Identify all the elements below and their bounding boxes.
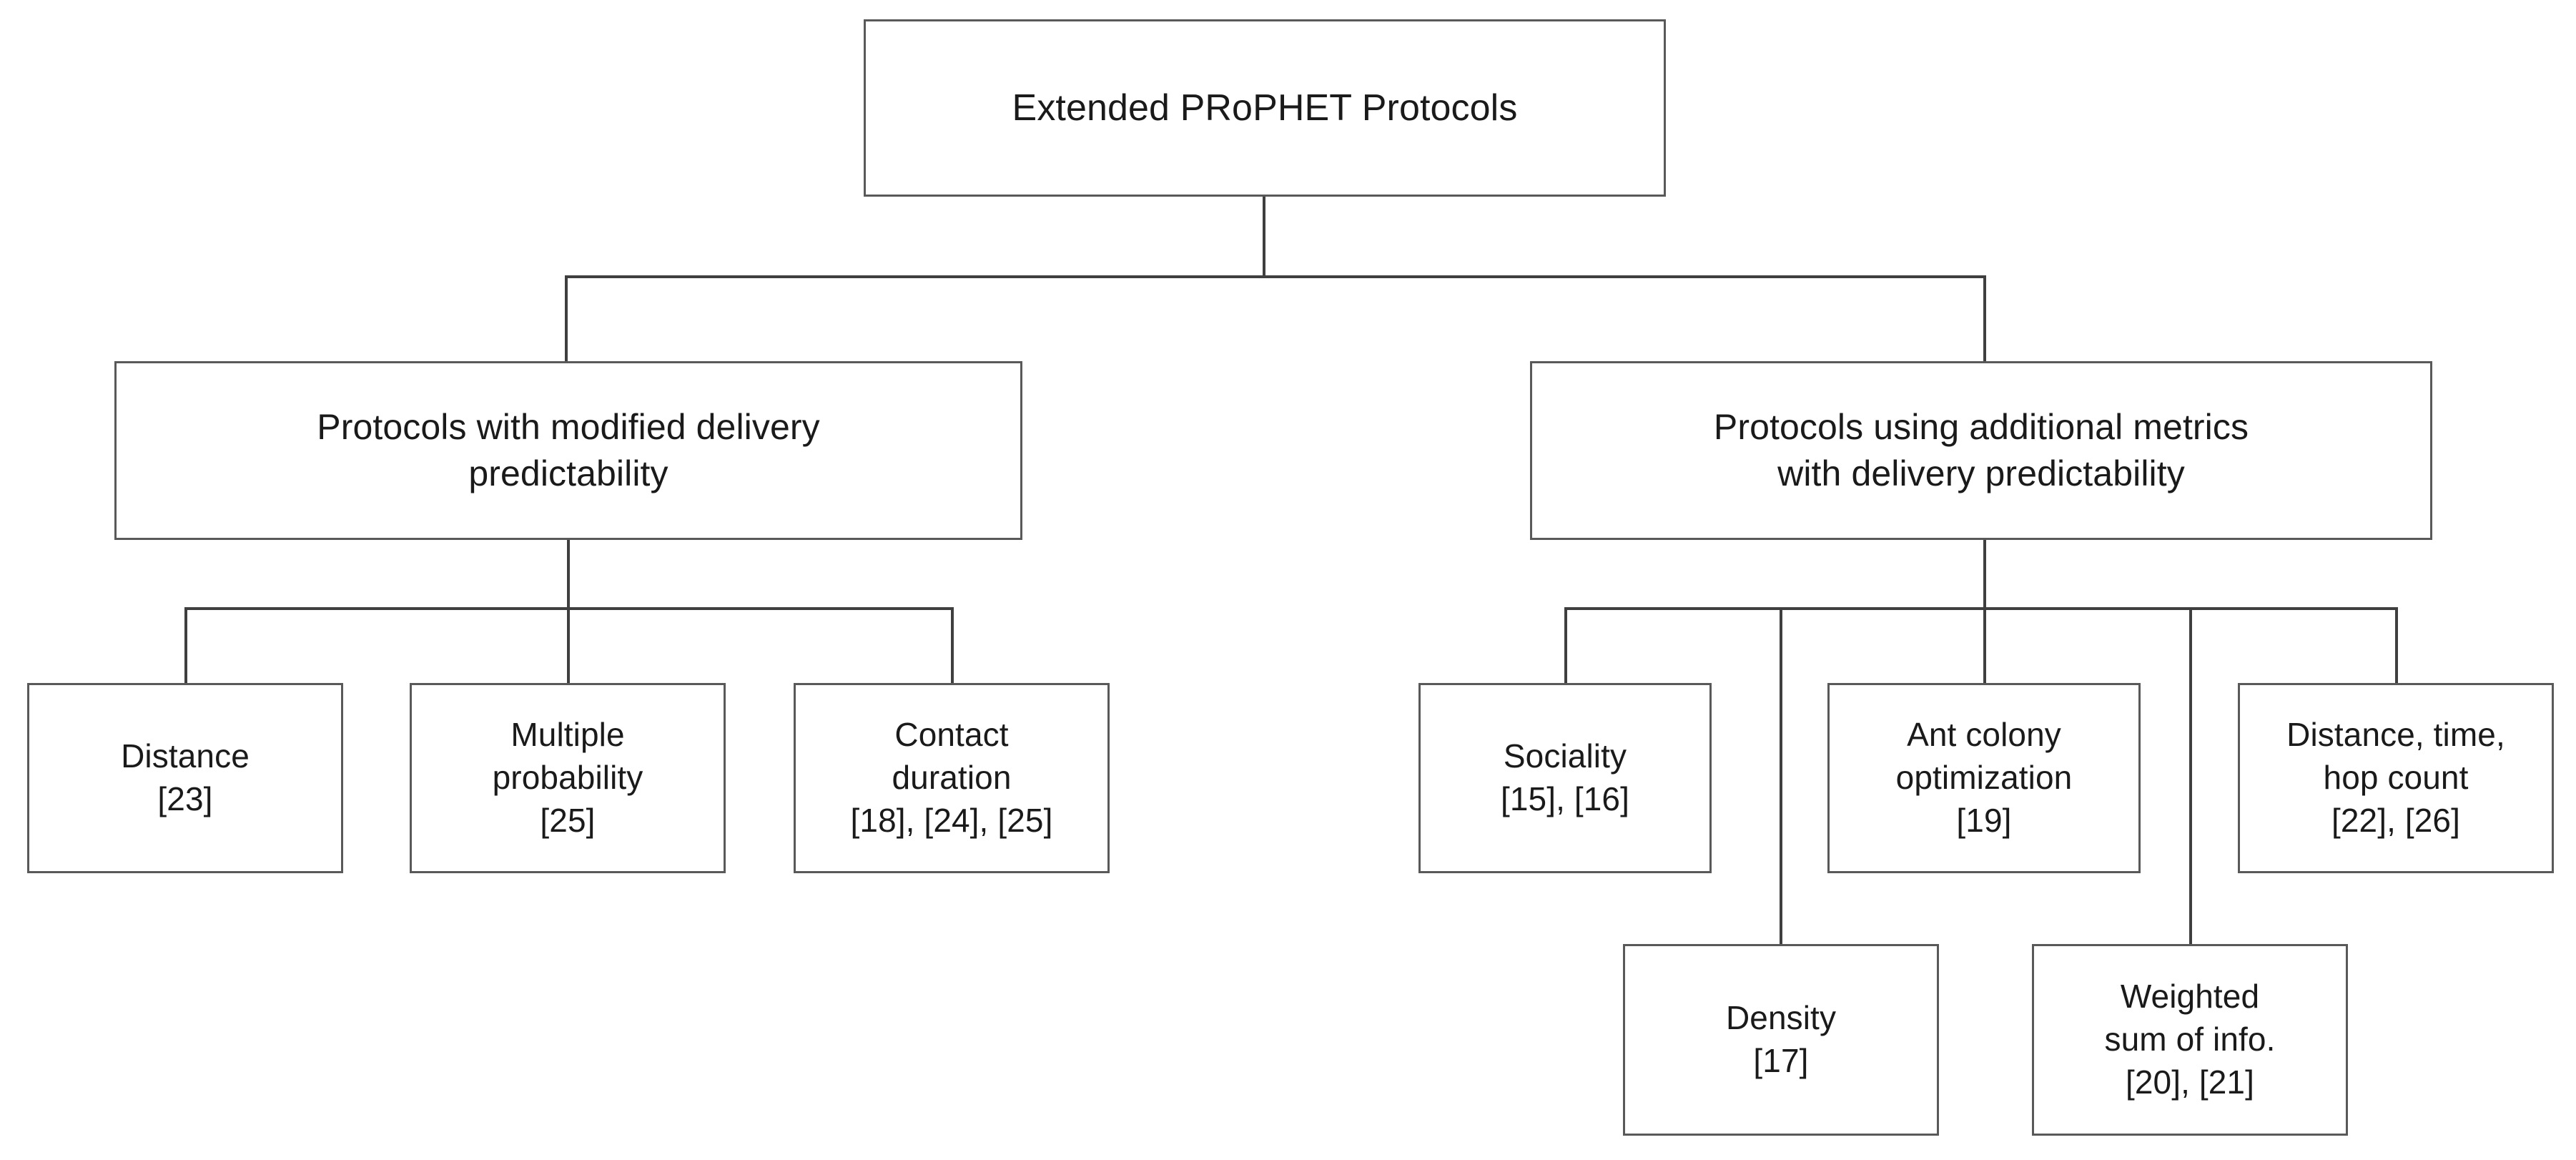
node-leaf-density[interactable]: Density [17] [1623,944,1939,1136]
connector-drop-distance [184,607,187,684]
node-leaf-sociality[interactable]: Sociality [15], [16] [1418,683,1712,873]
connector-root-stem [1263,195,1265,278]
connector-right-child-bar [1564,607,2398,610]
node-leaf-contact-duration[interactable]: Contact duration [18], [24], [25] [794,683,1110,873]
node-label: Density [17] [1725,999,1837,1079]
node-label: Contact duration [18], [24], [25] [850,716,1053,839]
connector-right-branch-stem [1983,539,1986,610]
node-label: Protocols using additional metrics with … [1713,407,2249,493]
connector-drop-weighted-sum [2189,607,2192,945]
node-root-extended-prophet-protocols[interactable]: Extended PRoPHET Protocols [864,19,1666,197]
connector-drop-distance-time-hop [2395,607,2398,684]
connector-left-branch-stem [567,539,570,610]
connector-top-bar [565,275,1986,278]
connector-drop-contact-duration [951,607,954,684]
connector-drop-ant-colony [1983,607,1986,684]
connector-drop-sociality [1564,607,1567,684]
node-label: Ant colony optimization [19] [1895,716,2073,839]
node-label: Protocols with modified delivery predict… [317,407,820,493]
node-leaf-distance-time-hop-count[interactable]: Distance, time, hop count [22], [26] [2238,683,2554,873]
node-label: Extended PRoPHET Protocols [1012,87,1518,129]
node-leaf-weighted-sum-of-info[interactable]: Weighted sum of info. [20], [21] [2032,944,2348,1136]
connector-drop-branch-right [1983,275,1986,363]
node-label: Weighted sum of info. [20], [21] [2104,978,2276,1101]
node-label: Distance [23] [121,737,250,817]
connector-drop-multiple-probability [567,607,570,684]
node-label: Distance, time, hop count [22], [26] [2286,716,2505,839]
node-leaf-ant-colony-optimization[interactable]: Ant colony optimization [19] [1827,683,2141,873]
node-label: Multiple probability [25] [492,716,643,839]
connector-drop-branch-left [565,275,568,363]
node-branch-modified-delivery-predictability[interactable]: Protocols with modified delivery predict… [114,361,1022,540]
node-leaf-distance[interactable]: Distance [23] [27,683,343,873]
connector-drop-density [1780,607,1782,946]
node-leaf-multiple-probability[interactable]: Multiple probability [25] [410,683,726,873]
node-branch-additional-metrics[interactable]: Protocols using additional metrics with … [1530,361,2432,540]
node-label: Sociality [15], [16] [1500,737,1629,817]
